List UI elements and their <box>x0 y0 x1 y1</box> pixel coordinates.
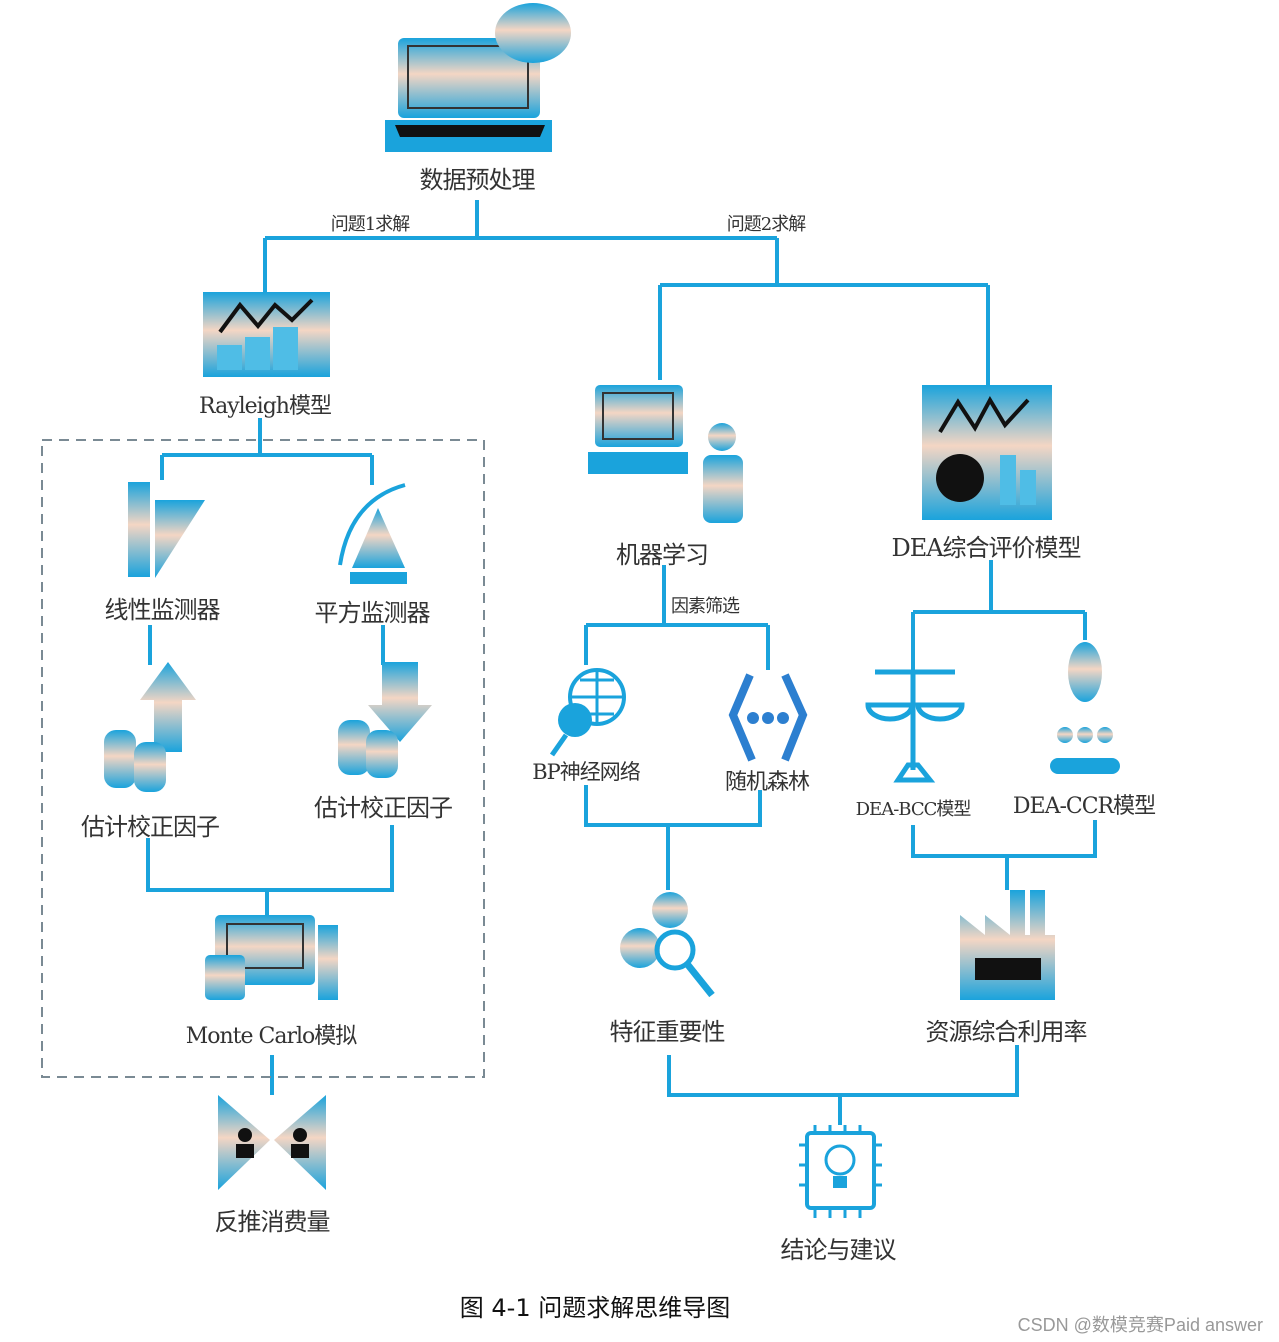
scale-balance-icon <box>865 669 965 783</box>
globe-magnifier-icon <box>549 668 626 757</box>
node-rayleigh: Rayleigh模型 <box>199 394 332 419</box>
factory-icon <box>960 890 1055 1000</box>
node-resource-util: 资源综合利用率 <box>925 1018 1088 1046</box>
node-est-factor-left: 估计校正因子 <box>81 813 220 841</box>
gears-magnifier-icon <box>620 892 715 998</box>
chip-bulb-icon <box>799 1125 882 1218</box>
node-monte-carlo: Monte Carlo模拟 <box>185 1024 358 1049</box>
ruler-triangle-icon <box>128 482 205 578</box>
node-linear-monitor: 线性监测器 <box>104 596 221 624</box>
node-square-monitor: 平方监测器 <box>314 599 431 627</box>
monitor-group-dashed-box <box>41 439 485 1078</box>
watermark: CSDN @数模竞赛Paid answer <box>1017 1315 1263 1335</box>
edge-label-q1: 问题1求解 <box>330 214 410 235</box>
hierarchy-tree-icon <box>1050 642 1120 774</box>
node-preprocess: 数据预处理 <box>419 166 536 194</box>
edge-label-factor-screen: 因素筛选 <box>671 596 740 617</box>
coins-up-arrow-icon <box>104 662 196 792</box>
coins-down-arrow-icon <box>338 662 432 778</box>
figure-caption: 图 4-1 问题求解思维导图 <box>459 1294 731 1322</box>
node-dea: DEA综合评价模型 <box>891 534 1081 562</box>
people-exchange-icon <box>218 1095 326 1190</box>
node-dea-bcc: DEA-BCC模型 <box>855 799 972 820</box>
node-bp: BP神经网络 <box>532 760 641 784</box>
code-dots-icon <box>728 673 808 762</box>
node-rf: 随机森林 <box>724 770 810 795</box>
node-conclusion: 结论与建议 <box>780 1236 897 1264</box>
node-feature-importance: 特征重要性 <box>609 1018 726 1046</box>
edge-label-q2: 问题2求解 <box>726 214 806 235</box>
connector-lines <box>146 200 1097 1125</box>
node-ml: 机器学习 <box>616 541 709 569</box>
compass-triangle-icon <box>338 483 407 584</box>
node-consumption: 反推消费量 <box>214 1208 331 1236</box>
chart-pie-icon <box>922 385 1052 520</box>
trend-chart-icon <box>203 292 330 377</box>
node-dea-ccr: DEA-CCR模型 <box>1012 794 1156 819</box>
monitor-devices-icon <box>205 915 338 1000</box>
laptop-bulb-icon <box>385 3 571 152</box>
node-est-factor-right: 估计校正因子 <box>314 794 453 822</box>
laptop-person-icon <box>588 385 743 523</box>
